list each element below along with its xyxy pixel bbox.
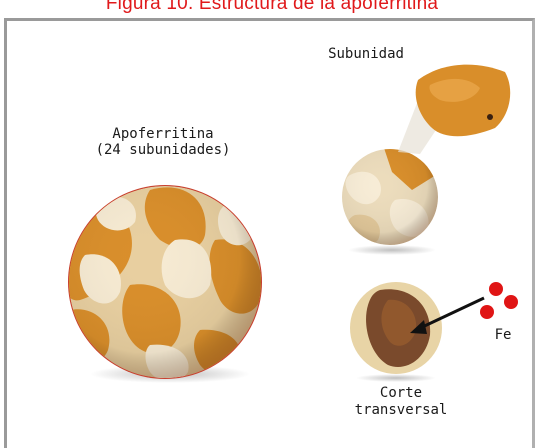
apoferritina-label: Apoferritina (24 subunidades) xyxy=(78,126,248,158)
small-sphere xyxy=(342,148,438,255)
subunit-detail xyxy=(416,65,511,137)
fe-label: Fe xyxy=(488,327,518,343)
subunidad-label: Subunidad xyxy=(316,46,416,62)
corte-label-line1: Corte xyxy=(346,385,456,402)
apoferritina-label-line2: (24 subunidades) xyxy=(78,142,248,158)
apoferritin-sphere xyxy=(54,185,262,383)
iron-atoms xyxy=(480,282,518,319)
cross-section xyxy=(350,282,442,382)
corte-transversal-label: Corte transversal xyxy=(346,385,456,419)
apoferritina-label-line1: Apoferritina xyxy=(78,126,248,142)
corte-label-line2: transversal xyxy=(346,402,456,419)
